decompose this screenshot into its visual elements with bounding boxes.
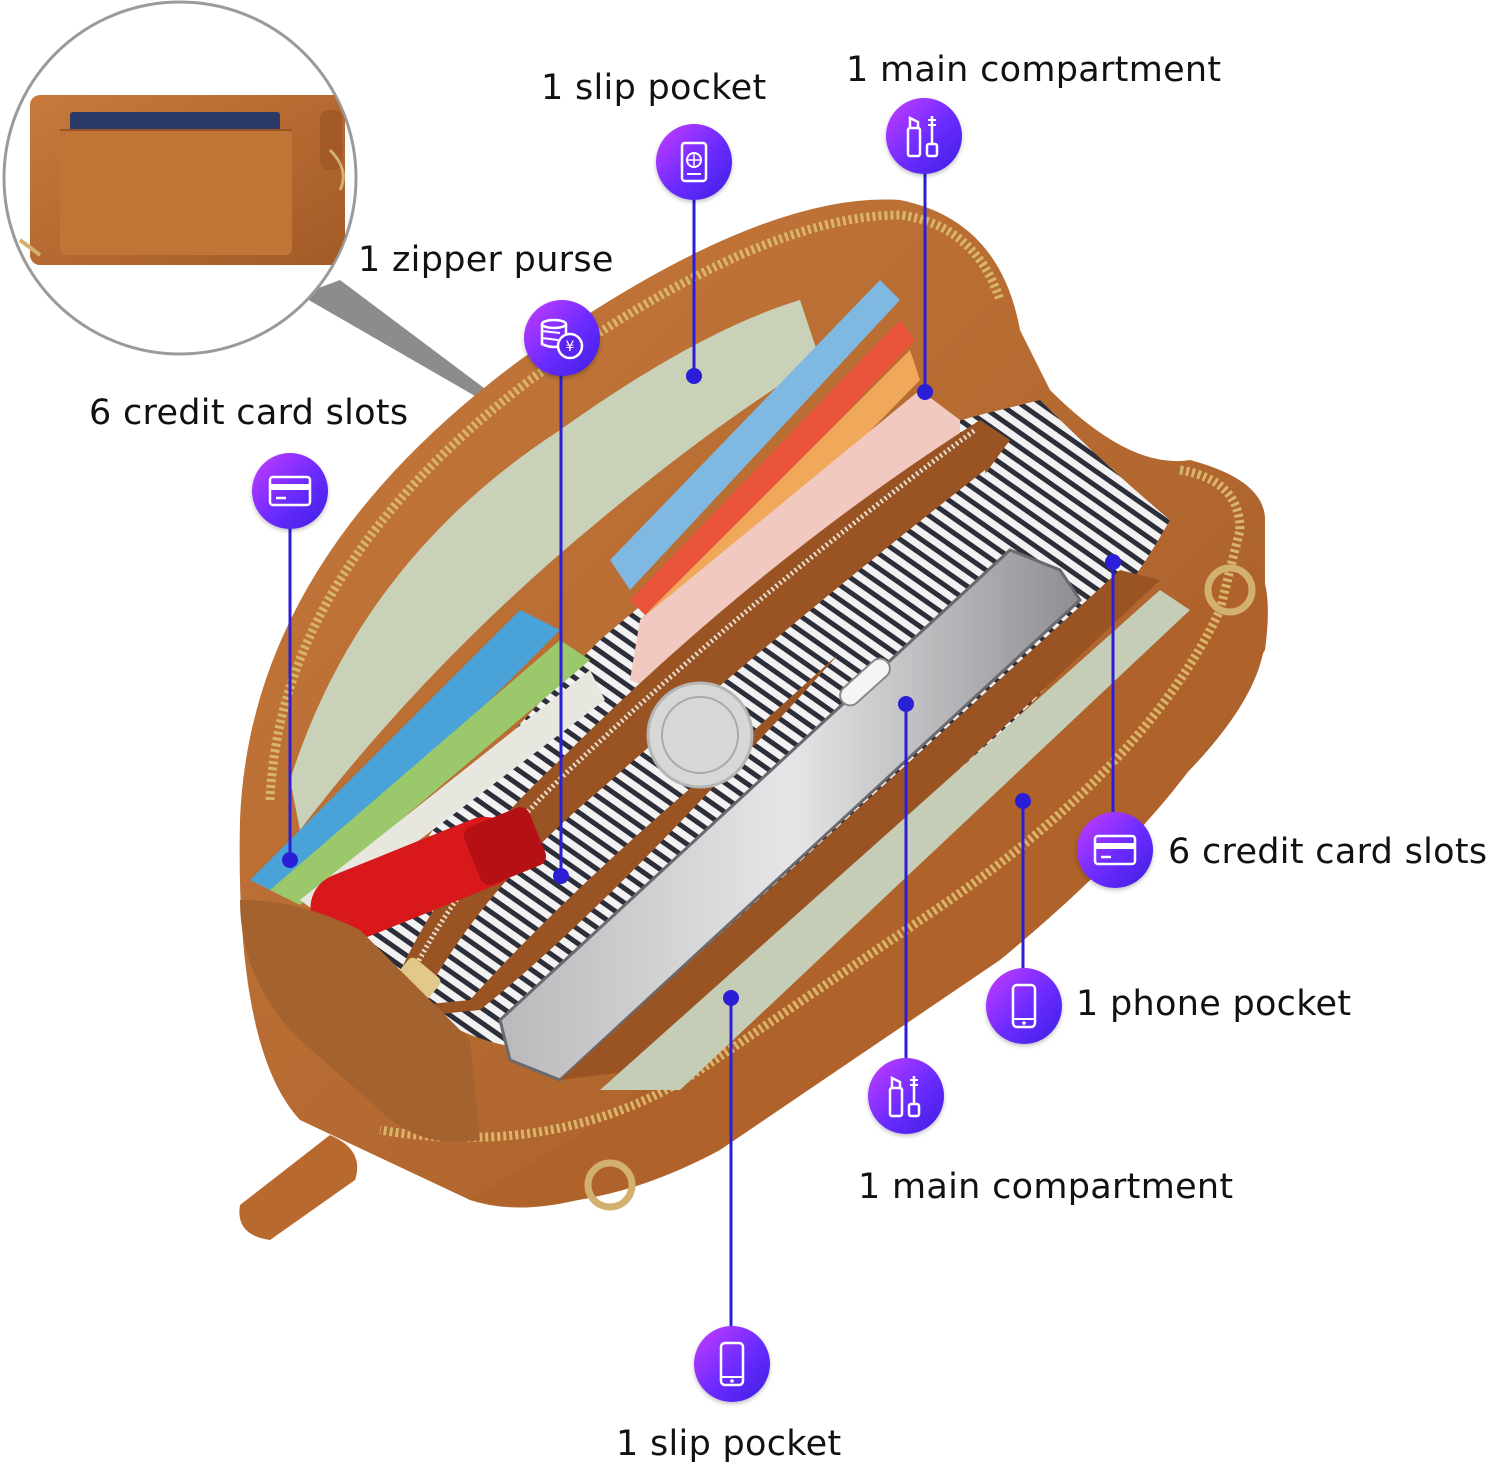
cosmetics-icon [886,98,962,174]
label-credit-card-slots-right: 6 credit card slots [1168,832,1488,872]
coins-icon: ¥ [524,300,600,376]
label-main-compartment-top: 1 main compartment [846,50,1222,90]
label-main-compartment-bottom: 1 main compartment [858,1167,1234,1207]
phone-icon [694,1326,770,1402]
phone-icon [986,968,1062,1044]
lipstick [310,807,547,944]
label-credit-card-slots-left: 6 credit card slots [89,393,409,433]
credit-card-icon [252,453,328,529]
passport-icon [656,124,732,200]
cosmetics-icon [868,1058,944,1134]
label-slip-pocket-bottom: 1 slip pocket [616,1424,842,1464]
label-zipper-purse: 1 zipper purse [358,240,614,280]
label-slip-pocket-top: 1 slip pocket [541,68,767,108]
credit-card-icon [1077,812,1153,888]
cards-left [250,610,605,915]
leader-lines [282,170,1121,1326]
label-phone-pocket: 1 phone pocket [1076,984,1352,1024]
svg-text:¥: ¥ [566,339,575,355]
closed-wallet-inset [2,0,560,445]
